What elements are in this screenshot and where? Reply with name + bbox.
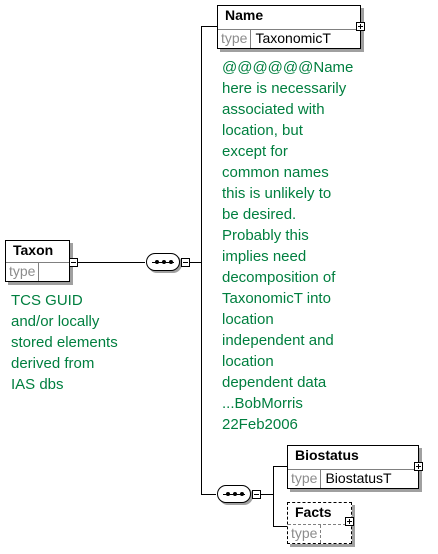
connector-branch-vertical [201,26,202,494]
connector-branch-to-inner-sequence [201,494,216,495]
facts-type-key: type [288,525,322,543]
connector-sequence-to-branch [190,262,201,263]
sequence-compositor-icon[interactable] [146,253,180,271]
biostatus-type-key: type [288,470,322,488]
biostatus-type-value: BiostatusT [325,470,392,486]
inner-sequence-collapse-icon[interactable] [252,490,261,499]
biostatus-title: Biostatus [295,447,359,463]
name-title: Name [225,7,264,23]
connector-taxon-to-sequence [78,262,145,263]
taxon-type-key: type [6,263,40,281]
facts-type-row: type [288,524,351,543]
taxon-documentation: TCS GUID and/or locally stored elements … [11,292,118,393]
facts-type-value [321,525,351,543]
taxon-type-row: type [6,262,69,281]
connector-inner-branch-vertical [273,466,274,526]
taxon-type-value [39,263,69,281]
connector-to-biostatus [273,466,287,467]
taxon-element[interactable]: Taxon type [5,240,70,282]
name-type-key: type [218,30,252,48]
connector-inner-sequence-to-branch [261,494,273,495]
name-type-row: type TaxonomicT [218,29,360,48]
connector-to-facts [273,526,287,527]
name-documentation: @@@@@@Name here is necessarily associate… [222,59,354,433]
name-type-value: TaxonomicT [255,30,331,46]
name-expand-icon[interactable] [356,22,365,31]
connector-branch-to-name [201,26,217,27]
biostatus-type-row: type BiostatusT [288,469,418,488]
facts-element[interactable]: Facts type [287,502,352,544]
sequence-collapse-icon[interactable] [181,258,190,267]
taxon-title: Taxon [13,242,54,258]
taxon-collapse-icon[interactable] [69,258,78,267]
name-element[interactable]: Name type TaxonomicT [217,5,361,49]
inner-sequence-compositor-icon[interactable] [217,485,251,503]
facts-title: Facts [295,504,332,520]
facts-expand-icon[interactable] [345,517,354,526]
biostatus-expand-icon[interactable] [414,462,423,471]
biostatus-element[interactable]: Biostatus type BiostatusT [287,445,419,489]
